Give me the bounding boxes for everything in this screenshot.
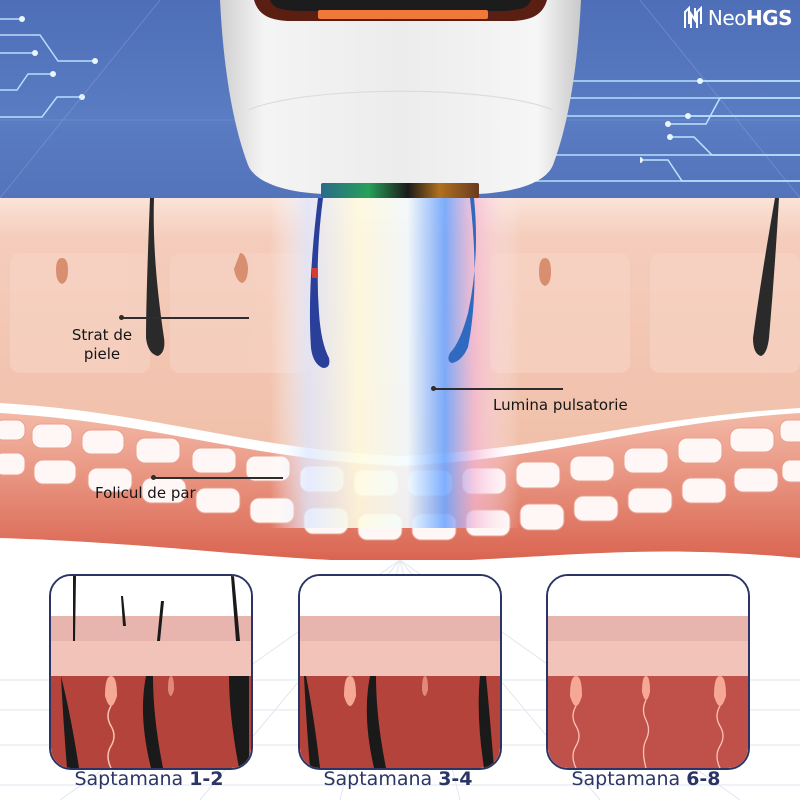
treatment-stages-section: Saptamana 1-2 Saptamana 3-4 [0, 560, 800, 800]
hair-follicle-week-1-2-illustration [51, 576, 251, 768]
neohgs-logo-icon [683, 6, 702, 28]
stage-panel-week-6-8 [546, 574, 750, 770]
stage-panel-week-3-4 [298, 574, 502, 770]
skin-layer-leader-line [119, 315, 249, 320]
stage-panel-week-1-2 [49, 574, 253, 770]
hair-follicle-label: Folicul de par [95, 484, 196, 502]
circuit-lines-right [640, 78, 800, 182]
skin-layer-label: Strat de piele [71, 326, 133, 363]
stage-caption-week-6-8: Saptamana 6-8 [571, 768, 721, 790]
ipl-device-illustration [220, 0, 581, 198]
hair-follicle-week-3-4-illustration [300, 576, 500, 768]
hair-follicle-week-6-8-illustration [548, 576, 748, 768]
brand-logo: NeoHGS [683, 6, 793, 30]
hair-follicle-leader-line [151, 475, 283, 480]
pulsed-light-leader-line [431, 386, 563, 391]
pulsed-light-label: Lumina pulsatorie [493, 396, 628, 414]
stage-caption-week-1-2: Saptamana 1-2 [74, 768, 224, 790]
brand-name: NeoHGS [707, 6, 793, 30]
skin-cross-section-diagram [0, 198, 800, 568]
stage-caption-week-3-4: Saptamana 3-4 [323, 768, 473, 790]
